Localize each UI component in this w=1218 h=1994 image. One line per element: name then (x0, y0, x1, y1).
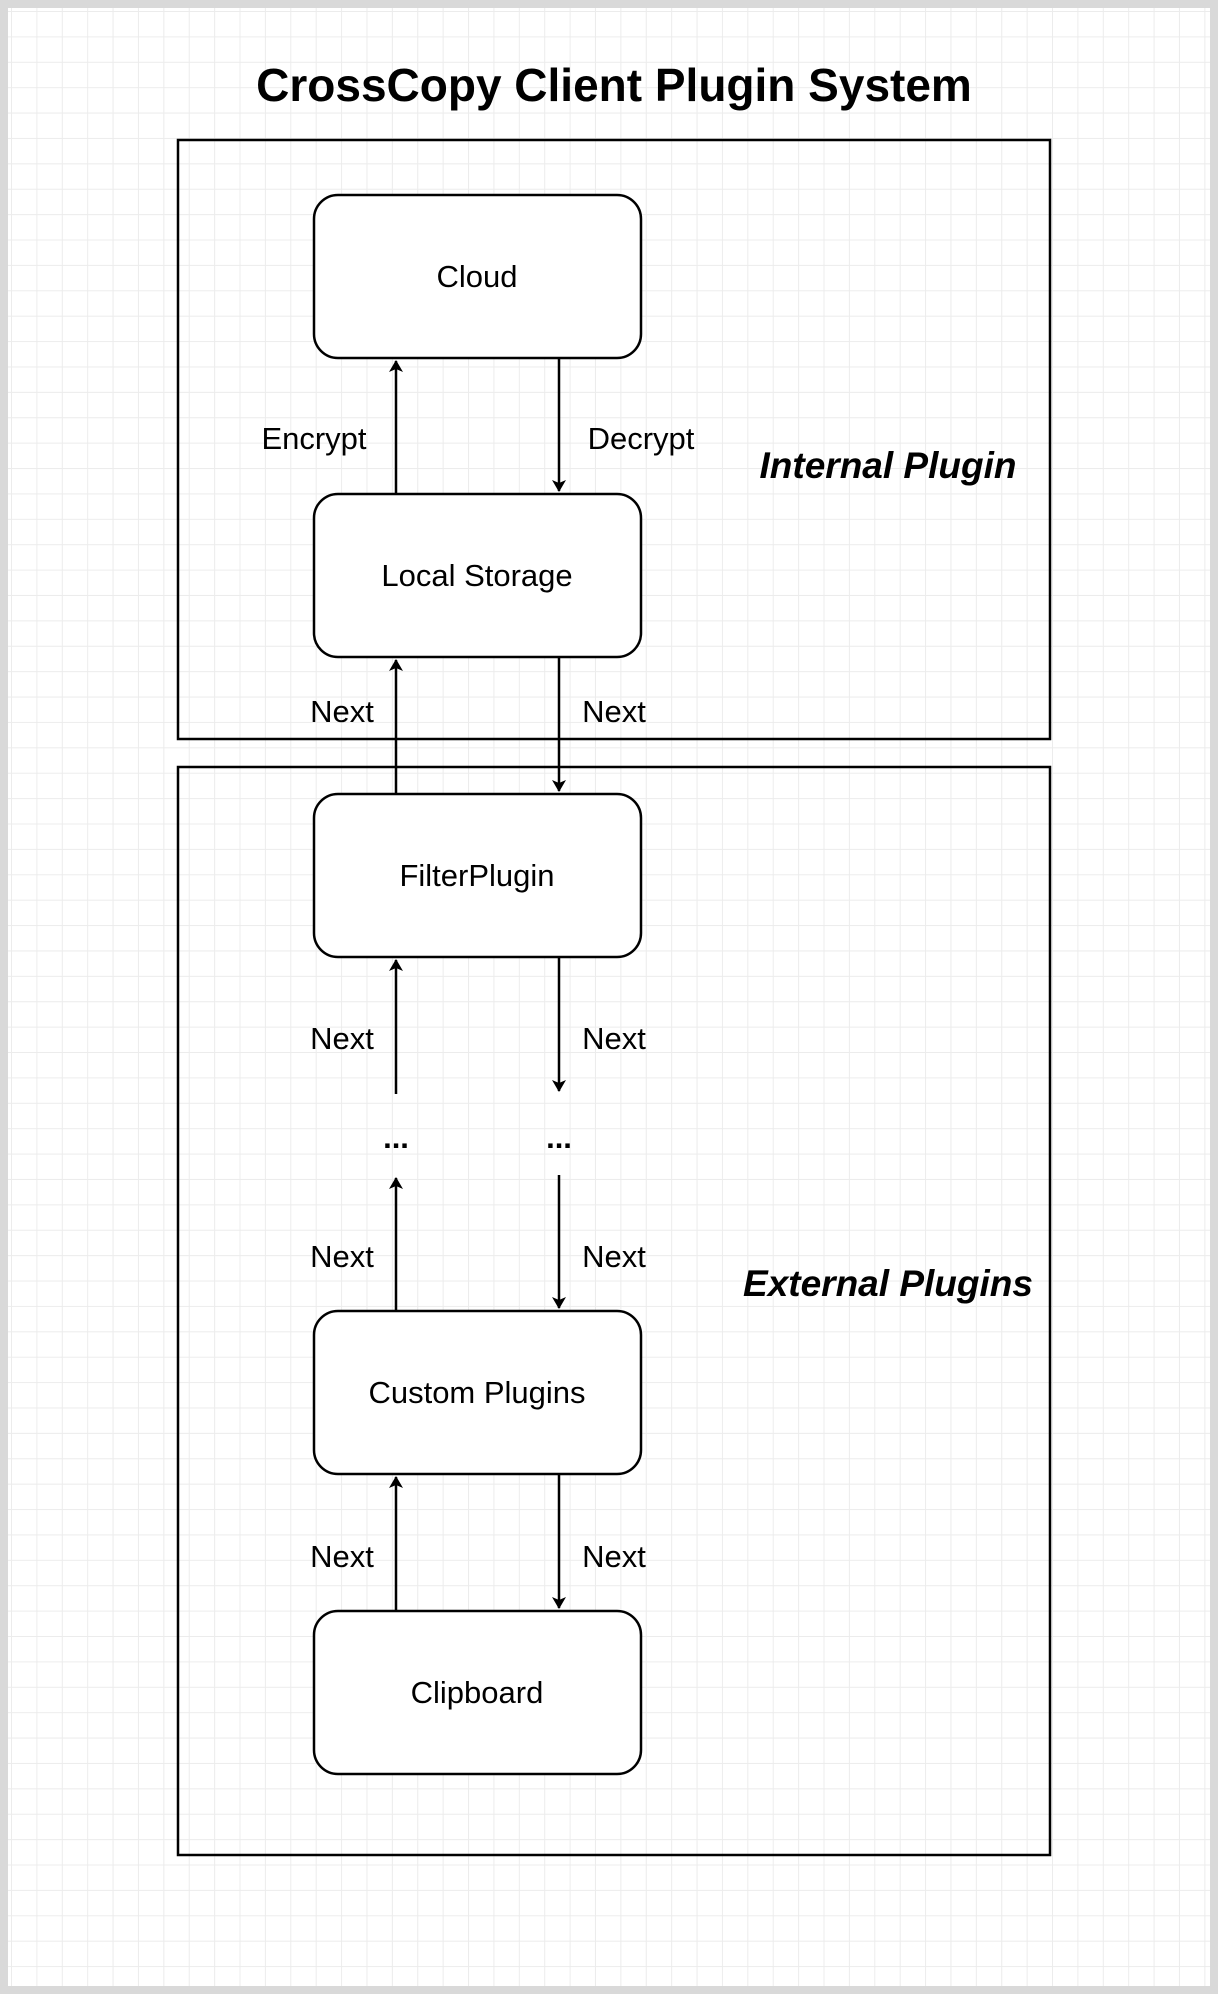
internal-plugin-group (176, 138, 1052, 741)
next-label-down-4: Next (582, 1539, 646, 1574)
next-label-up-2: Next (310, 1021, 374, 1056)
external-plugins-label: External Plugins (743, 1263, 1033, 1304)
clipboard-node[interactable] (312, 1609, 643, 1776)
next-label-up-1: Next (310, 694, 374, 729)
cloud-node[interactable] (312, 193, 643, 360)
external-plugins-group (176, 765, 1052, 1857)
page-title: CrossCopy Client Plugin System (256, 59, 972, 111)
ellipsis-left: ... (383, 1120, 409, 1155)
ellipsis-right: ... (546, 1120, 572, 1155)
local-storage-node-label: Local Storage (381, 558, 572, 593)
plugin-flow-diagram: CrossCopy Client Plugin System Internal … (176, 59, 1052, 1857)
encrypt-label: Encrypt (261, 421, 366, 456)
custom-plugins-node[interactable] (312, 1309, 643, 1476)
next-label-down-2: Next (582, 1021, 646, 1056)
next-label-down-1: Next (582, 694, 646, 729)
clipboard-node-label: Clipboard (411, 1675, 544, 1710)
next-label-up-4: Next (310, 1539, 374, 1574)
custom-plugins-node-label: Custom Plugins (368, 1375, 585, 1410)
next-label-down-3: Next (582, 1239, 646, 1274)
next-label-up-3: Next (310, 1239, 374, 1274)
internal-plugin-label: Internal Plugin (760, 445, 1017, 486)
decrypt-label: Decrypt (588, 421, 695, 456)
cloud-node-label: Cloud (437, 259, 518, 294)
filter-plugin-node[interactable] (312, 792, 643, 959)
filter-plugin-node-label: FilterPlugin (399, 858, 554, 893)
local-storage-node[interactable] (312, 492, 643, 659)
